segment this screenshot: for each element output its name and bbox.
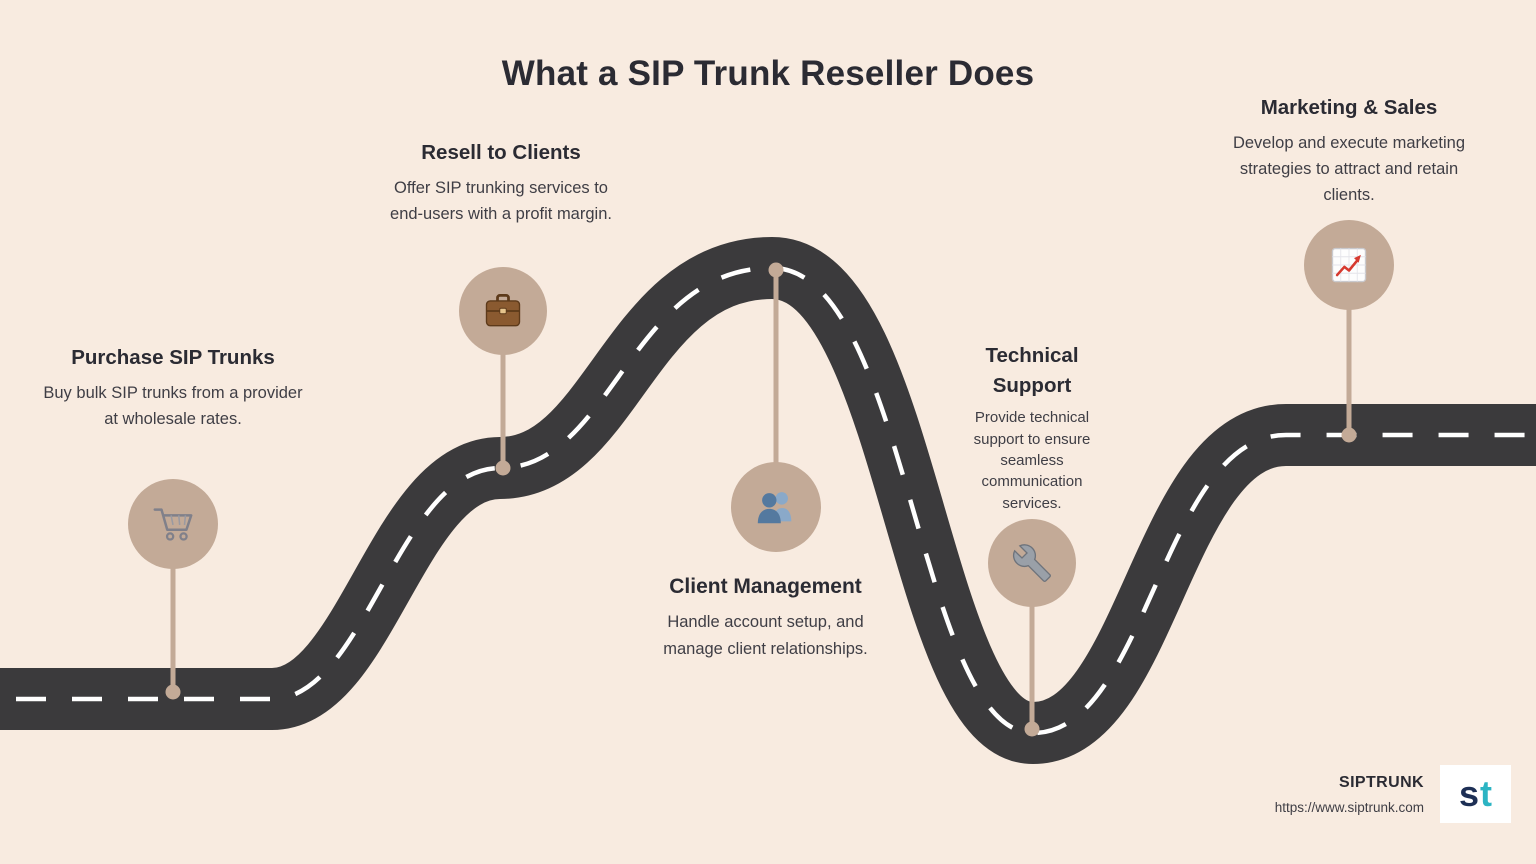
milestone-circle-resell	[459, 267, 547, 355]
milestone-dot-client-management	[768, 262, 784, 278]
milestone-heading: Technical Support	[985, 344, 1079, 397]
shopping-cart-icon	[153, 508, 193, 541]
milestone-body: Develop and execute marketing strategies…	[1232, 133, 1466, 204]
milestone-body: Offer SIP trunking services to end-users…	[390, 178, 612, 223]
milestone-body: Provide technical support to ensure seam…	[973, 409, 1091, 512]
milestone-dot-resell	[495, 460, 511, 476]
road-center-dashes	[0, 265, 1536, 736]
milestone-heading: Resell to Clients	[421, 141, 581, 164]
milestone-circle-client-management	[731, 462, 821, 552]
page-title: What a SIP Trunk Reseller Does	[501, 54, 1035, 93]
milestone-circle-purchase	[128, 479, 218, 569]
logo-letter-s: s	[1458, 773, 1480, 814]
milestone-text-marketing: Marketing & Sales Develop and execute ma…	[1232, 93, 1466, 208]
milestone-dot-purchase	[165, 684, 181, 700]
briefcase-icon	[485, 294, 521, 327]
milestone-text-purchase: Purchase SIP Trunks Buy bulk SIP trunks …	[38, 343, 308, 432]
wrench-icon	[1012, 544, 1051, 582]
milestone-circle-technical-support	[988, 519, 1076, 607]
milestone-heading: Purchase SIP Trunks	[71, 346, 275, 369]
milestone-text-client-management: Client Management Handle account setup, …	[658, 572, 873, 662]
milestone-heading: Client Management	[669, 575, 862, 598]
brand-name: SIPTRUNK	[1339, 774, 1424, 791]
milestone-circle-marketing	[1304, 220, 1394, 310]
milestone-body: Handle account setup, and manage client …	[663, 613, 868, 658]
milestone-text-resell: Resell to Clients Offer SIP trunking ser…	[376, 138, 626, 227]
milestone-body: Buy bulk SIP trunks from a provider at w…	[43, 383, 303, 428]
milestone-dot-technical-support	[1024, 721, 1040, 737]
footer-brand: SIPTRUNK https://www.siptrunk.com	[1275, 774, 1424, 815]
brand-url: https://www.siptrunk.com	[1274, 800, 1424, 815]
milestone-dot-marketing	[1341, 427, 1357, 443]
chart-increasing-icon	[1331, 247, 1367, 283]
people-icon	[757, 492, 792, 524]
logo-letter-t: t	[1480, 773, 1493, 814]
milestone-heading: Marketing & Sales	[1260, 96, 1438, 119]
milestone-text-technical-support: Technical Support Provide technical supp…	[947, 341, 1117, 514]
